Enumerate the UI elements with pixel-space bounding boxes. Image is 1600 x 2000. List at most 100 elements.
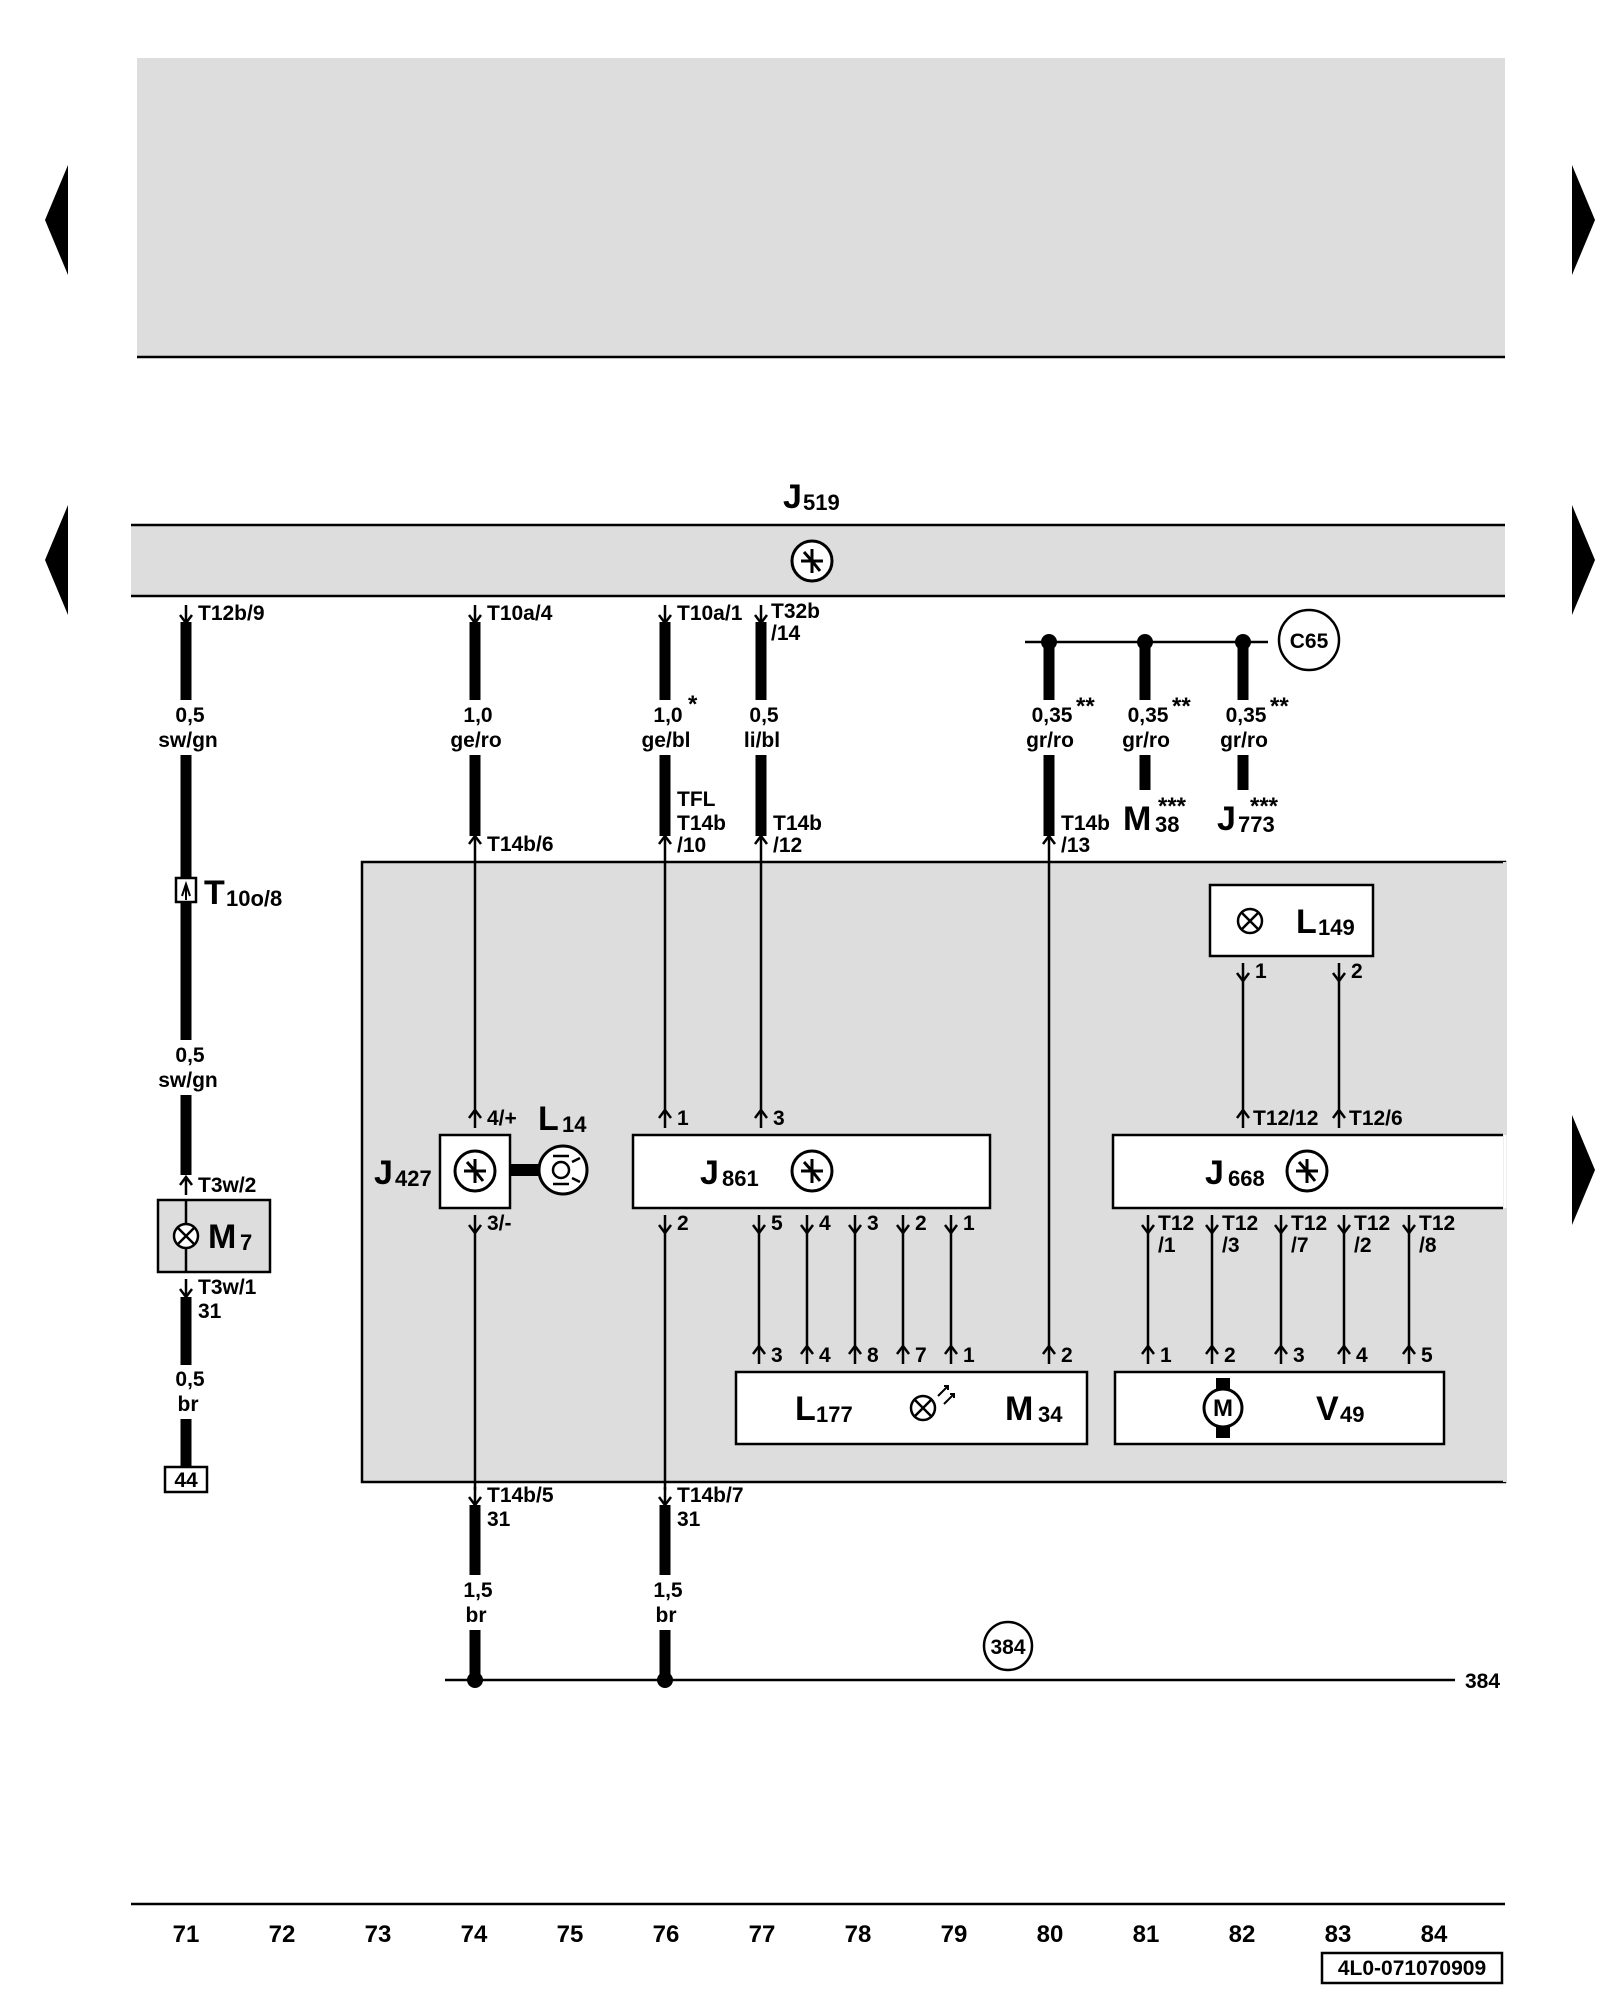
j668-label-sub: 668 <box>1228 1166 1265 1191</box>
next-page-arrow-top[interactable] <box>1572 165 1595 275</box>
column-number: 82 <box>1229 1921 1256 1948</box>
j668-out-3-a: T12 <box>1222 1212 1258 1235</box>
wire-color-w7: gr/ro <box>1220 729 1268 752</box>
reference-44-box[interactable] <box>163 1465 209 1494</box>
l177-in-8: 8 <box>867 1344 879 1367</box>
prev-page-arrow-top[interactable] <box>45 165 68 275</box>
column-number: 78 <box>845 1921 872 1948</box>
pin-t3w-2: T3w/2 <box>198 1174 256 1197</box>
j519-control-unit-icon <box>790 539 834 583</box>
wire-size-w1a: 0,5 <box>175 704 205 727</box>
column-number: 72 <box>269 1921 296 1948</box>
pin-t14b-5-ground: 31 <box>487 1508 511 1531</box>
c65-reference-circle[interactable] <box>1277 608 1341 672</box>
j668-out-3-b: /3 <box>1222 1234 1240 1257</box>
j668-out-1-b: /1 <box>1158 1234 1176 1257</box>
ground-384-circle[interactable] <box>982 1620 1034 1672</box>
l177-in-1: 1 <box>963 1344 975 1367</box>
connector-tfl: TFL <box>677 788 716 811</box>
m38-note: *** <box>1158 793 1187 820</box>
j427-label-id: J <box>374 1154 393 1192</box>
v49-in-5: 5 <box>1421 1344 1433 1367</box>
j427-control-icon <box>453 1149 497 1193</box>
j861-out-4: 4 <box>819 1212 831 1235</box>
wire-color-w1c: br <box>178 1393 199 1416</box>
next-page-arrow-middle[interactable] <box>1572 505 1595 615</box>
m34-label-id: M <box>1005 1390 1033 1428</box>
wire-size-w5: 0,35 <box>1032 704 1073 727</box>
wire-size-w1b: 0,5 <box>175 1044 205 1067</box>
l177-label-id: L <box>795 1390 816 1428</box>
j668-out-8-a: T12 <box>1419 1212 1455 1235</box>
m7-label-id: M <box>208 1218 236 1256</box>
wire-size-w1c: 0,5 <box>175 1368 205 1391</box>
wire-size-w3: 1,0 <box>653 704 682 727</box>
pin-t14b-7-ground: 31 <box>677 1508 701 1531</box>
column-number: 75 <box>557 1921 584 1948</box>
doc-number: 4L0-071070909 <box>1338 1957 1486 1980</box>
pin-t3w-1: T3w/1 <box>198 1276 257 1299</box>
ground-384-line-label[interactable]: 384 <box>1465 1670 1500 1693</box>
j668-label-id: J <box>1205 1154 1224 1192</box>
j519-label-sub: 519 <box>803 490 840 515</box>
prev-page-arrow-middle[interactable] <box>45 505 68 615</box>
v49-label-id: V <box>1316 1390 1339 1428</box>
pin-t10a-4: T10a/4 <box>487 602 553 625</box>
l149-lamp-icon <box>1236 907 1264 935</box>
column-number: 80 <box>1037 1921 1064 1948</box>
v49-in-4: 4 <box>1356 1344 1368 1367</box>
l14-label-id: L <box>538 1100 559 1138</box>
wire-size-w7: 0,35 <box>1226 704 1267 727</box>
m38-label-id: M <box>1123 800 1151 838</box>
wire-note-w5: ** <box>1076 693 1095 720</box>
j861-pin-1: 1 <box>677 1107 689 1130</box>
j861-label-id: J <box>700 1154 719 1192</box>
pin-t14b-7: T14b/7 <box>677 1484 744 1507</box>
column-number: 76 <box>653 1921 680 1948</box>
wire-note-w3: * <box>688 691 698 718</box>
l177-in-4: 4 <box>819 1344 831 1367</box>
pin-t14b-13-a: T14b <box>1061 812 1110 835</box>
l149-label-id: L <box>1296 903 1317 941</box>
wire-size-g1: 1,5 <box>463 1579 493 1602</box>
column-number: 77 <box>749 1921 776 1948</box>
wire-size-w2: 1,0 <box>463 704 492 727</box>
j861-pin-3: 3 <box>773 1107 785 1130</box>
j668-out-8-b: /8 <box>1419 1234 1437 1257</box>
wire-size-w6: 0,35 <box>1128 704 1169 727</box>
j773-label-sub: 773 <box>1238 812 1275 837</box>
wire-color-w2: ge/ro <box>450 729 501 752</box>
j668-out-2-b: /2 <box>1354 1234 1372 1257</box>
j861-out-5: 5 <box>771 1212 783 1235</box>
pin-t14b-13-b: /13 <box>1061 834 1090 857</box>
m7-label-sub: 7 <box>240 1230 252 1255</box>
j668-out-1-a: T12 <box>1158 1212 1194 1235</box>
wire-color-w1a: sw/gn <box>158 729 218 752</box>
l14-headlamp-icon <box>537 1144 589 1196</box>
wire-color-w5: gr/ro <box>1026 729 1074 752</box>
m34-in-2: 2 <box>1061 1344 1073 1367</box>
ground-384-circle-label[interactable]: 384 <box>990 1636 1025 1659</box>
wire-color-g1: br <box>466 1604 487 1627</box>
j519-label-id: J <box>783 478 802 516</box>
v49-motor-icon <box>1202 1387 1244 1429</box>
j668-pin-t12-12: T12/12 <box>1253 1107 1318 1130</box>
reference-44-label[interactable]: 44 <box>174 1469 198 1492</box>
c65-label[interactable]: C65 <box>1290 630 1329 653</box>
j861-out-1: 1 <box>963 1212 975 1235</box>
j773-label-id: J <box>1217 800 1236 838</box>
column-number: 73 <box>365 1921 392 1948</box>
next-page-arrow-bottom[interactable] <box>1572 1115 1595 1225</box>
j861-out-2: 2 <box>915 1212 927 1235</box>
l177-lamp-icon <box>909 1394 937 1422</box>
wire-note-w6: ** <box>1172 693 1191 720</box>
pin-t14b-5: T14b/5 <box>487 1484 554 1507</box>
pin-t14b-10-b: /10 <box>677 834 706 857</box>
header-gray-panel <box>137 58 1505 357</box>
j668-output-pins <box>1140 1213 1417 1346</box>
l177-in-7: 7 <box>915 1344 927 1367</box>
j427-label-sub: 427 <box>395 1166 432 1191</box>
column-number: 84 <box>1421 1921 1448 1948</box>
wire-color-w3: ge/bl <box>641 729 690 752</box>
